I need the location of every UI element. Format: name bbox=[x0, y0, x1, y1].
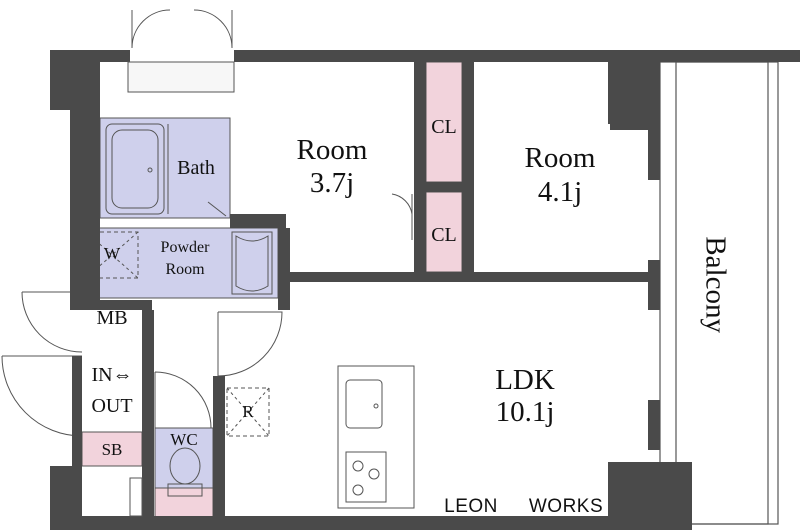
wc-mat-fill bbox=[154, 487, 214, 519]
washer-label: W bbox=[103, 244, 121, 263]
sb-fill bbox=[81, 431, 143, 467]
mb-label: MB bbox=[96, 307, 128, 329]
room1-name: Room bbox=[296, 134, 368, 166]
tinted-areas bbox=[81, 61, 463, 519]
brand-right: WORKS bbox=[528, 496, 604, 517]
walls bbox=[50, 50, 800, 530]
wc-fill bbox=[154, 427, 214, 489]
doors bbox=[1, 9, 413, 437]
kitchen-counter bbox=[337, 365, 415, 509]
wc-label: WC bbox=[170, 430, 198, 449]
powder-line2: Room bbox=[165, 261, 205, 278]
bath-label: Bath bbox=[177, 157, 215, 179]
vanity bbox=[231, 231, 273, 295]
fridge-label: R bbox=[242, 402, 254, 421]
ldk-size: 10.1j bbox=[495, 396, 555, 428]
cl-upper-fill bbox=[425, 61, 463, 183]
fixtures bbox=[85, 123, 415, 509]
room1-size: 3.7j bbox=[309, 167, 355, 199]
balcony-label: Balcony bbox=[699, 236, 732, 333]
room2-size: 4.1j bbox=[537, 176, 583, 208]
powder-line1: Powder bbox=[160, 239, 210, 256]
stove bbox=[345, 451, 387, 503]
sb-label: SB bbox=[101, 440, 123, 459]
closet-upper-label: CL bbox=[431, 116, 457, 138]
entrance-line1: IN⇔ bbox=[91, 364, 133, 386]
entrance-line2: OUT bbox=[91, 395, 133, 417]
brand-left: LEON bbox=[444, 496, 498, 517]
ldk-name: LDK bbox=[495, 364, 555, 396]
toilet-bowl bbox=[169, 447, 201, 485]
room2-name: Room bbox=[524, 142, 596, 174]
bath-fill bbox=[99, 117, 231, 219]
closet-lower-label: CL bbox=[431, 224, 457, 246]
bathtub bbox=[105, 123, 165, 215]
kitchen-sink bbox=[345, 379, 383, 429]
fridge-box bbox=[226, 387, 270, 437]
